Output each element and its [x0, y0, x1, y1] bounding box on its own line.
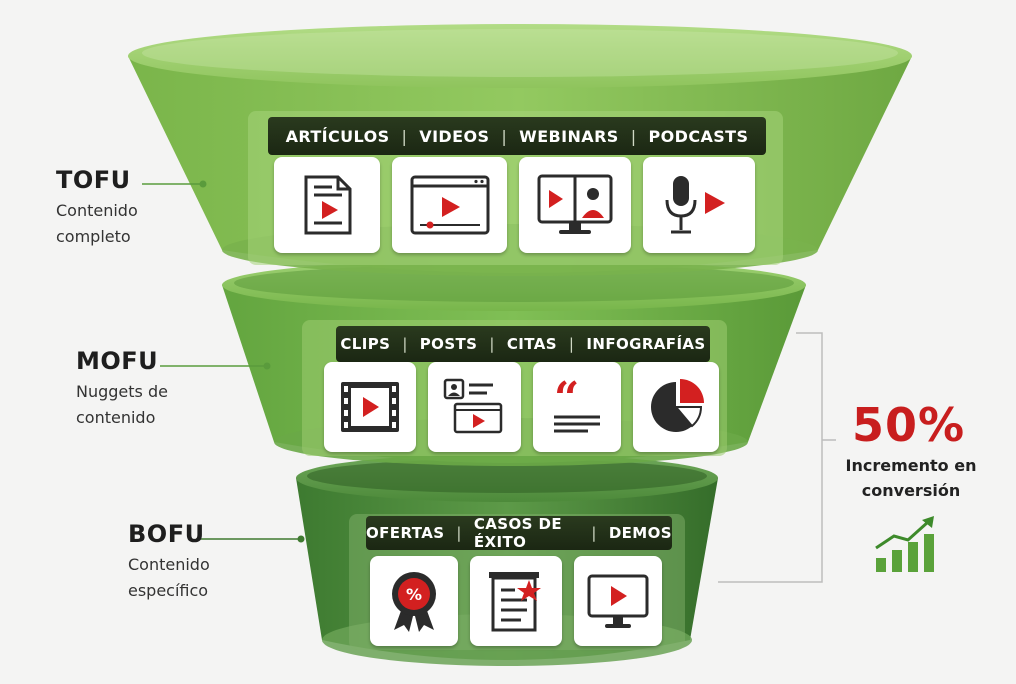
format-label: CLIPS	[340, 335, 391, 353]
format-label: DEMOS	[608, 524, 672, 542]
format-label: OFERTAS	[366, 524, 445, 542]
video-player-icon	[410, 175, 489, 235]
podcast-icon	[665, 176, 725, 234]
conversion-stat-description: Incremento en conversión	[836, 453, 986, 503]
mofu-cards: “	[324, 362, 719, 452]
conversion-stat-line-2: conversión	[861, 481, 961, 500]
format-label: CITAS	[506, 335, 557, 353]
quote-card: “	[533, 362, 621, 452]
tofu-format-band: ARTÍCULOS | VIDEOS | WEBINARS | PODCASTS	[268, 117, 766, 155]
format-label: ARTÍCULOS	[285, 126, 390, 146]
format-label: INFOGRAFÍAS	[586, 335, 706, 353]
social-post-card	[428, 362, 521, 452]
discount-badge-card: %	[370, 556, 458, 646]
format-label: PODCASTS	[648, 126, 749, 146]
webinar-icon	[537, 174, 613, 234]
format-label: CASOS DE ÉXITO	[473, 515, 562, 551]
social-post-icon	[443, 378, 502, 434]
mofu-format-band: CLIPS | POSTS | CITAS | INFOGRAFÍAS	[336, 326, 710, 362]
bofu-cards: %	[370, 556, 662, 646]
bofu-name: BOFU	[128, 520, 205, 548]
article-video-icon	[304, 175, 352, 235]
conversion-stat-value: 50%	[852, 398, 966, 452]
podcast-card	[643, 157, 755, 253]
pie-chart-card	[633, 362, 719, 452]
tofu-description-line-2: completo	[56, 227, 131, 246]
case-study-card	[470, 556, 562, 646]
film-clip-card	[324, 362, 416, 452]
discount-badge-icon: %	[392, 572, 436, 632]
svg-text:%: %	[406, 585, 422, 604]
mofu-description-line-1: Nuggets de	[76, 382, 168, 401]
bofu-format-band: OFERTAS | CASOS DE ÉXITO | DEMOS	[366, 515, 672, 551]
bofu-description-line-2: específico	[128, 581, 209, 600]
mofu-description: Nuggets de contenido	[76, 379, 168, 431]
mofu-label: MOFU Nuggets de contenido	[76, 347, 168, 431]
bofu-description-line-1: Contenido	[128, 555, 210, 574]
pie-chart-icon	[651, 379, 704, 432]
format-label: POSTS	[419, 335, 478, 353]
mofu-name: MOFU	[76, 347, 159, 375]
tofu-description: Contenido completo	[56, 198, 138, 250]
demo-screen-card	[574, 556, 662, 646]
tofu-name: TOFU	[56, 166, 131, 194]
bofu-label: BOFU Contenido específico	[128, 520, 210, 604]
format-label: VIDEOS	[419, 126, 490, 146]
growth-chart-icon	[875, 516, 934, 572]
video-player-card	[392, 157, 507, 253]
conversion-stat-line-1: Incremento en	[845, 456, 977, 475]
tofu-cards	[274, 157, 755, 253]
format-label: WEBINARS	[519, 126, 619, 146]
case-study-icon	[489, 572, 541, 632]
mofu-description-line-2: contenido	[76, 408, 156, 427]
bofu-description: Contenido específico	[128, 552, 210, 604]
tofu-label: TOFU Contenido completo	[56, 166, 138, 250]
webinar-card	[519, 157, 631, 253]
quote-icon: “	[554, 377, 600, 433]
film-clip-icon	[341, 382, 399, 432]
demo-screen-icon	[587, 574, 649, 628]
tofu-description-line-1: Contenido	[56, 201, 138, 220]
article-video-card	[274, 157, 380, 253]
